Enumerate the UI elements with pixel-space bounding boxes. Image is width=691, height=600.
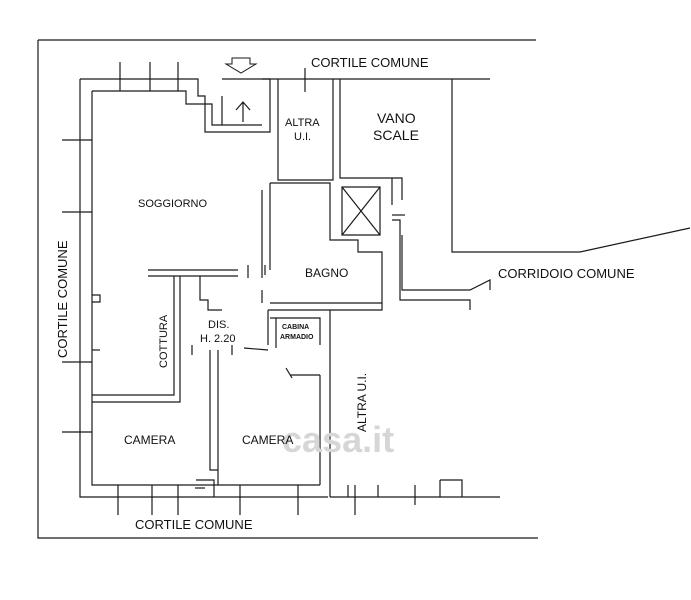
outer-frame [37,39,538,539]
label-bagno: BAGNO [305,266,348,280]
watermark: casa.it [282,419,394,460]
label-camera-1: CAMERA [124,433,175,447]
label-cottura: COTTURA [158,314,170,368]
label-altra-ui-top-1: ALTRA [285,117,320,129]
label-dis: DIS. [208,319,229,331]
window-ticks [62,62,416,515]
label-soggiorno: SOGGIORNO [138,198,208,210]
entrance-arrow-icon [224,57,258,74]
label-dis-height: H. 2.20 [200,333,235,345]
label-cortile-top: CORTILE COMUNE [311,55,429,70]
stair-up-arrow-icon [235,101,251,122]
exterior-walls [79,78,691,498]
label-cortile-bottom: CORTILE COMUNE [135,517,253,532]
label-camera-2: CAMERA [242,433,293,447]
label-cortile-left: CORTILE COMUNE [55,240,70,358]
label-vano: VANO [377,110,416,126]
label-cabina: CABINA [282,324,309,331]
label-corridoio: CORRIDOIO COMUNE [498,266,635,281]
label-altra-ui-top-2: U.I. [294,131,311,143]
label-armadio: ARMADIO [280,334,314,341]
label-altra-ui-lower: ALTRA U.I. [355,373,369,432]
label-scale: SCALE [373,127,419,143]
